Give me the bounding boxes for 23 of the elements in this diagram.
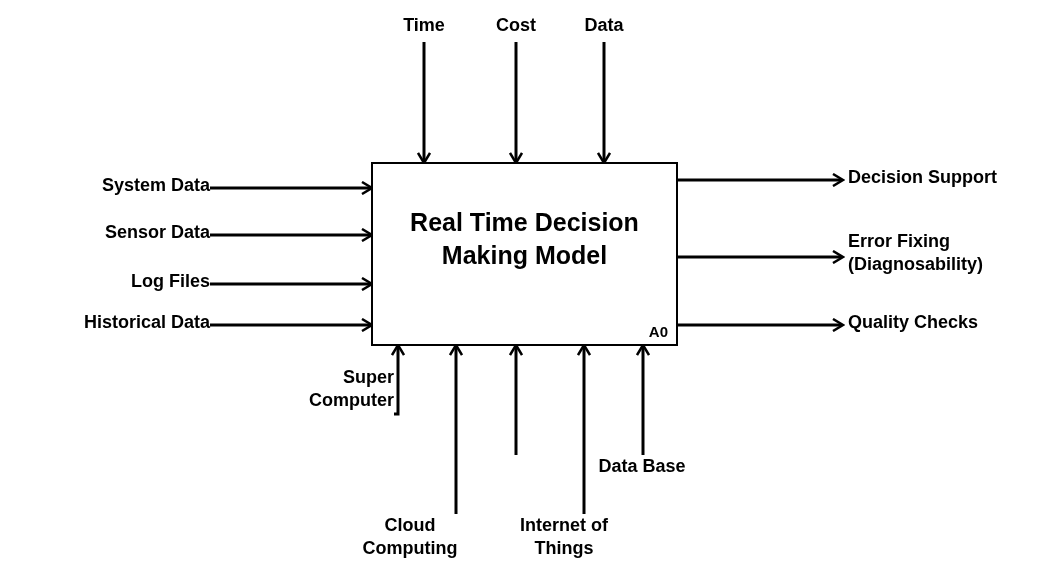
arrow <box>596 42 612 165</box>
process-title: Real Time Decision Making Model <box>409 207 640 271</box>
arrow-label: Time <box>402 14 446 37</box>
arrow <box>508 42 524 165</box>
arrow-label: Super Computer <box>308 366 394 411</box>
arrow <box>678 172 845 188</box>
arrow-label: Internet of Things <box>519 514 609 559</box>
arrow-label: Historical Data <box>82 311 210 334</box>
arrow-label: Log Files <box>130 270 210 293</box>
arrow-label: Error Fixing (Diagnosability) <box>848 230 984 275</box>
node-code: A0 <box>648 323 668 340</box>
arrow-label: Data <box>583 14 625 37</box>
arrow-label: Quality Checks <box>848 311 980 334</box>
arrow <box>678 317 845 333</box>
arrow-label: Cost <box>495 14 537 37</box>
arrow <box>416 42 432 165</box>
arrow-label: System Data <box>100 174 210 197</box>
arrow-label: Data Base <box>597 455 687 478</box>
process-box <box>371 162 678 346</box>
arrow <box>678 249 845 265</box>
arrow-label: Sensor Data <box>103 221 210 244</box>
arrow-label: Cloud Computing <box>361 514 459 559</box>
arrow-label: Decision Support <box>848 166 998 189</box>
